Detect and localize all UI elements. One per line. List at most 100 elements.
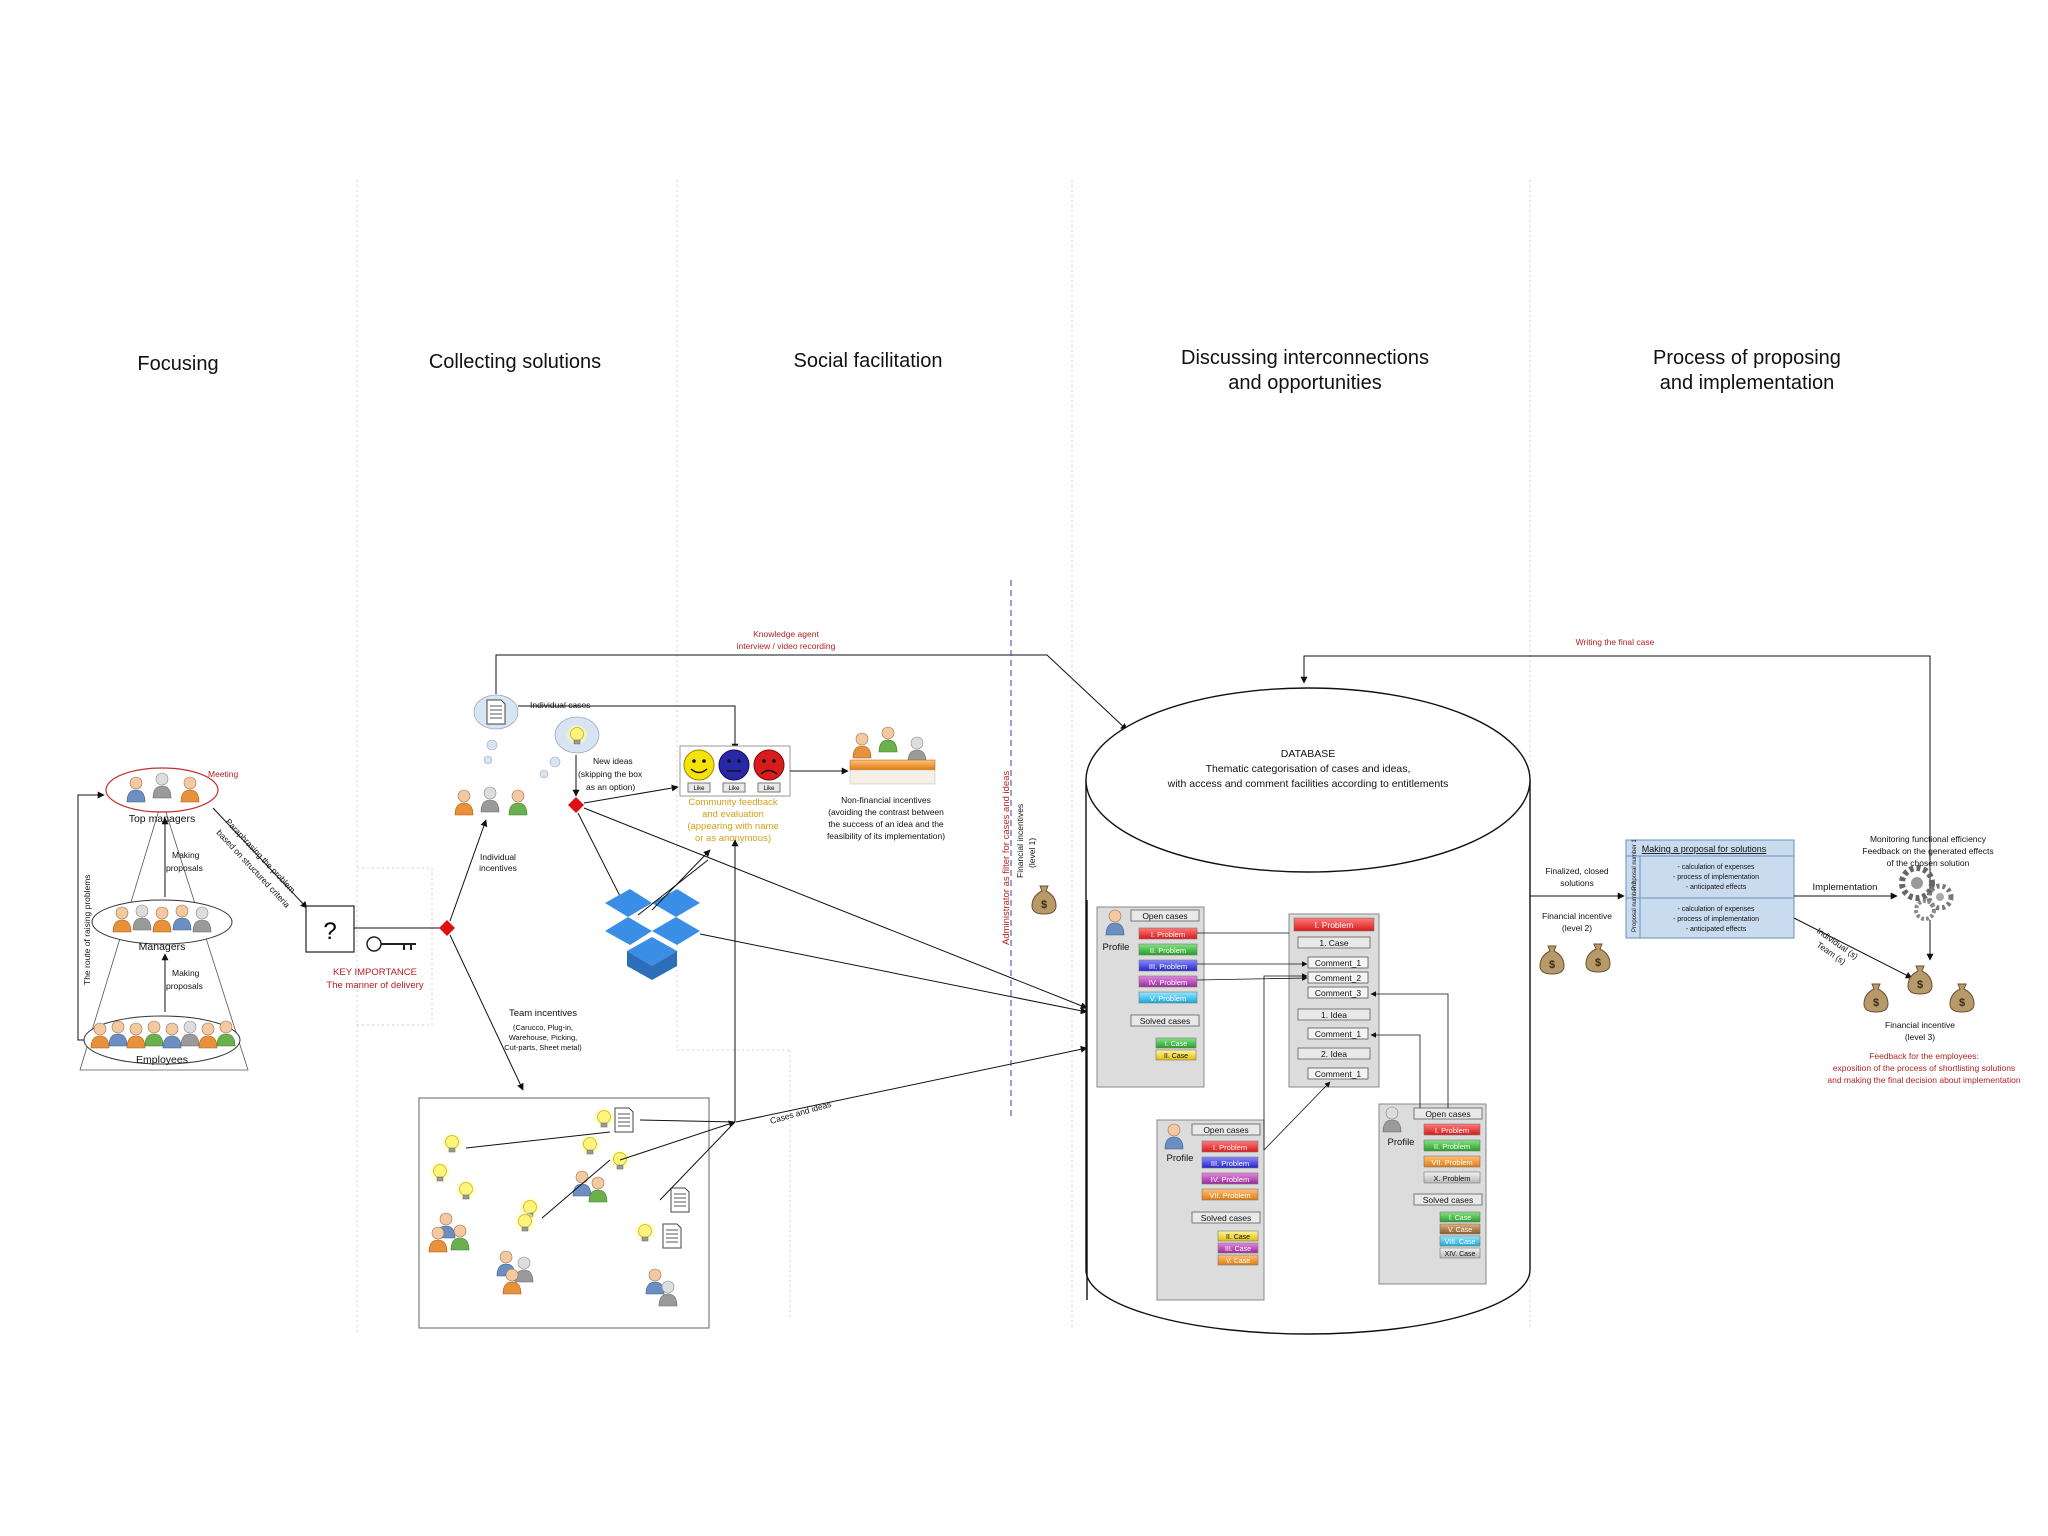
case-item[interactable]	[1439, 1223, 1481, 1235]
problem-item[interactable]	[1138, 959, 1198, 972]
new-ideas-3: as an option)	[586, 782, 635, 792]
problem-item[interactable]	[1423, 1123, 1481, 1136]
problem-label: VII. Problem	[1431, 1158, 1472, 1167]
focusing-section: Top managers Meeting Managers Employees …	[77, 767, 308, 1071]
nonfin-1: Non-financial incentives	[841, 795, 931, 805]
dropbox-icon	[605, 889, 700, 980]
p1-open-list: I. Problem II. Problem III. Problem IV. …	[1138, 927, 1198, 1004]
case-item[interactable]	[1155, 1037, 1197, 1049]
case-label: III. Case	[1225, 1246, 1251, 1253]
thread-problem[interactable]	[1293, 917, 1375, 932]
nonfin-4: feasibility of its implementation)	[827, 831, 945, 841]
new-ideas-1: New ideas	[593, 756, 633, 766]
open-cases-button[interactable]	[1130, 909, 1200, 922]
database-line2: with access and comment facilities accor…	[1167, 778, 1449, 790]
case-item[interactable]	[1439, 1247, 1481, 1259]
case-item[interactable]	[1217, 1254, 1259, 1266]
knowledge-agent-1: Knowledge agent	[753, 629, 819, 639]
problem-label: VII. Problem	[1209, 1191, 1250, 1200]
case-item[interactable]	[1439, 1235, 1481, 1247]
database-title: DATABASE	[1281, 748, 1335, 760]
like-button[interactable]	[687, 782, 711, 793]
problem-item[interactable]	[1138, 943, 1198, 956]
problem-label: V. Problem	[1150, 994, 1186, 1003]
top-managers-label: Top managers	[129, 813, 196, 825]
thread-idea[interactable]	[1297, 1047, 1371, 1060]
people-group-icon	[852, 732, 872, 759]
proposal-1-process: - process of implementation	[1673, 874, 1759, 881]
knowledge-agent-2: interview / video recording	[737, 641, 836, 651]
feedback-3: and making the final decision about impl…	[1827, 1075, 2021, 1085]
problem-item[interactable]	[1138, 927, 1198, 940]
open-cases-button[interactable]	[1191, 1123, 1261, 1136]
team-detail-1: (Carucco, Plug-in,	[513, 1023, 573, 1032]
solved-cases-button[interactable]	[1191, 1211, 1261, 1224]
question-mark: ?	[323, 918, 336, 945]
solved-cases-button[interactable]	[1130, 1014, 1200, 1027]
comment-label: Comment_3	[1315, 988, 1362, 998]
thread-idea[interactable]	[1297, 1008, 1371, 1021]
like-button[interactable]	[722, 782, 746, 793]
like-button[interactable]	[757, 782, 781, 793]
individual-incentives-2: incentives	[479, 863, 517, 873]
thread-case[interactable]	[1297, 936, 1371, 949]
solved-cases-button[interactable]	[1413, 1193, 1483, 1206]
lightbulb-icon	[441, 1132, 463, 1154]
case-item[interactable]	[1155, 1049, 1197, 1061]
financial-incentives-1: Financial incentives	[1015, 804, 1025, 878]
comment-item[interactable]	[1307, 986, 1369, 999]
feedback-1: Feedback for the employees:	[1869, 1051, 1979, 1061]
people-group-icon	[454, 789, 474, 816]
individual-incentives-1: Individual	[480, 852, 516, 862]
solved-cases-label: Solved cases	[1140, 1016, 1191, 1026]
comment-item[interactable]	[1307, 971, 1369, 984]
community-feedback-2: and evaluation	[702, 809, 764, 820]
problem-label: I. Problem	[1213, 1143, 1247, 1152]
employees-label: Employees	[136, 1054, 188, 1066]
social-section: Knowledge agent interview / video record…	[495, 580, 1128, 1122]
smiley-icon	[683, 749, 715, 781]
case-item[interactable]	[1217, 1242, 1259, 1254]
problem-item[interactable]	[1138, 991, 1198, 1004]
feedback-2: exposition of the process of shortlistin…	[1833, 1063, 2015, 1073]
problem-item[interactable]	[1201, 1188, 1259, 1201]
problem-item[interactable]	[1423, 1139, 1481, 1152]
problem-label: II. Problem	[1434, 1142, 1470, 1151]
podium-group	[849, 726, 936, 785]
case-item[interactable]	[1439, 1211, 1481, 1223]
proposal-title: Making a proposal for solutions	[1642, 844, 1767, 854]
problem-item[interactable]	[1201, 1172, 1259, 1185]
comment-item[interactable]	[1307, 956, 1369, 969]
managers-label: Managers	[139, 941, 186, 953]
nonfin-3: the success of an idea and the	[828, 819, 944, 829]
finalized-1: Finalized, closed	[1545, 866, 1609, 876]
lightbulb-icon	[539, 716, 600, 779]
nonfin-2: (avoiding the contrast between	[828, 807, 944, 817]
new-ideas-2: (skipping the box	[578, 769, 643, 779]
comment-item[interactable]	[1307, 1067, 1369, 1080]
decision-diamond	[439, 920, 455, 936]
case-label: II. Case	[1226, 1234, 1250, 1241]
header-discussing-line1: Discussing interconnections	[1181, 347, 1429, 369]
problem-label: IV. Problem	[1149, 978, 1188, 987]
cases-and-ideas-label: Cases and ideas	[769, 1099, 833, 1126]
problem-item[interactable]	[1423, 1171, 1481, 1184]
problem-label: IV. Problem	[1211, 1175, 1250, 1184]
problem-item[interactable]	[1423, 1155, 1481, 1168]
case-label: XIV. Case	[1445, 1251, 1476, 1258]
case-item[interactable]	[1217, 1230, 1259, 1242]
profile-label: Profile	[1167, 1153, 1194, 1164]
money-bag-icon	[1031, 885, 1057, 915]
header-focusing: Focusing	[137, 353, 218, 375]
problem-item[interactable]	[1201, 1140, 1259, 1153]
case-label: VIII. Case	[1445, 1239, 1476, 1246]
making-proposals-upper-2: proposals	[166, 863, 203, 873]
case-label: V. Case	[1448, 1227, 1472, 1234]
problem-item[interactable]	[1138, 975, 1198, 988]
header-collecting-solutions: Collecting solutions	[429, 351, 601, 373]
database-top	[1085, 687, 1531, 873]
problem-item[interactable]	[1201, 1156, 1259, 1169]
comment-item[interactable]	[1307, 1027, 1369, 1040]
money-bag-icon	[1863, 983, 1889, 1013]
smiley-icon	[718, 749, 750, 781]
